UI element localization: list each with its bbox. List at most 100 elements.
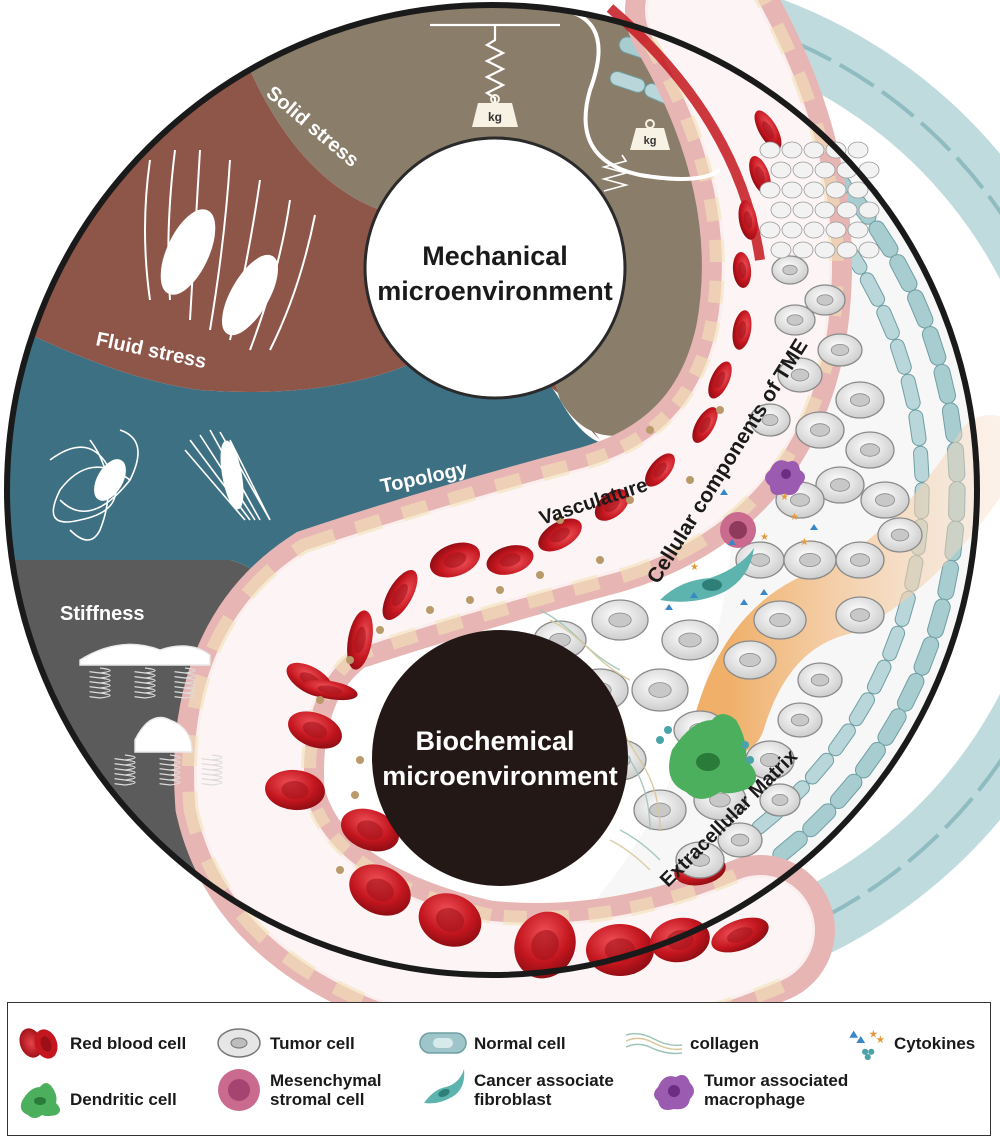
small-tumor-cell: [847, 181, 869, 199]
tumor-cell-nucleus: [810, 423, 831, 437]
tumor-cell-nucleus: [761, 413, 779, 426]
tumor-cell-nucleus: [850, 393, 871, 407]
svg-text:★: ★: [869, 1029, 878, 1041]
tumor-cell-nucleus: [790, 368, 810, 382]
legend-label-dendritic: Dendritic cell: [70, 1089, 177, 1109]
legend-label-caf: Cancer associate fibroblast: [474, 1071, 614, 1109]
small-tumor-cell: [814, 241, 836, 259]
legend-caf-line1: Cancer associate: [474, 1071, 614, 1090]
red-blood-cell-core: [761, 121, 775, 139]
small-tumor-cell: [847, 141, 869, 159]
tumor-cell-nucleus: [678, 632, 702, 648]
normal-cell-icon: [419, 1032, 467, 1054]
particle-dot: [356, 756, 364, 764]
particle-dot: [596, 556, 604, 564]
red-blood-cell-core: [366, 878, 394, 902]
small-tumor-cell: [759, 181, 781, 199]
small-tumor-cell: [781, 221, 803, 239]
particle-dot: [466, 596, 474, 604]
tumor-cell-nucleus: [771, 794, 789, 807]
spring: [89, 667, 111, 699]
tumor-cell-nucleus: [850, 553, 871, 567]
biochemical-circle: [372, 630, 628, 886]
red-blood-cell-core: [317, 685, 343, 695]
red-blood-cell-core: [737, 261, 747, 279]
particle-dot: [626, 496, 634, 504]
small-tumor-cell: [770, 161, 792, 179]
red-blood-cell-core: [531, 930, 559, 960]
stiffness-icon: [79, 643, 223, 786]
tumor-cell-nucleus: [648, 682, 672, 698]
small-tumor-cell: [814, 201, 836, 219]
legend-label-rbc: Red blood cell: [70, 1033, 187, 1053]
legend-tumor: Tumor cell: [214, 1023, 355, 1063]
small-tumor-cell: [803, 181, 825, 199]
particle-dot: [336, 866, 344, 874]
tumor-cell-nucleus: [739, 652, 761, 668]
cytokine: [728, 539, 736, 545]
particle-dot: [556, 516, 564, 524]
particle-dot: [646, 426, 654, 434]
small-tumor-cell: [781, 141, 803, 159]
spring: [134, 667, 156, 699]
caf-icon: [424, 1069, 465, 1104]
legend-label-normal: Normal cell: [474, 1033, 566, 1053]
tumor-cell-nucleus: [830, 478, 851, 492]
tumor-cell-nucleus: [860, 443, 881, 457]
cytokine-dot: [664, 726, 672, 734]
tumor-cell-nucleus: [709, 792, 731, 808]
small-tumor-cell: [792, 201, 814, 219]
normal-cell: [908, 409, 927, 447]
cytokine-star: ★: [690, 562, 699, 573]
red-blood-cell-core: [550, 527, 570, 543]
red-blood-cell-core: [443, 552, 467, 568]
msc-cell: [720, 512, 756, 548]
cytokine-icon: ★ ★: [849, 1029, 885, 1061]
particle-dot: [686, 476, 694, 484]
cytokine-dot: [741, 741, 749, 749]
small-tumor-cell: [836, 201, 858, 219]
normal-cell: [866, 659, 892, 695]
tumor-cell-nucleus: [760, 752, 781, 768]
msc-icon: [218, 1069, 260, 1111]
red-blood-cell-core: [392, 583, 408, 607]
small-tumor-cell: [770, 201, 792, 219]
cytokine-dot: [656, 736, 664, 744]
solid-stress-icon: [430, 6, 722, 192]
tumor-cell-nucleus: [830, 343, 850, 356]
red-blood-cell-core: [354, 626, 366, 654]
topology-icon: [49, 429, 271, 541]
collagen-fibers: [539, 609, 661, 871]
dendritic-cell-icon: [20, 1083, 60, 1118]
legend-cytokines: ★ ★ Cytokines: [844, 1023, 975, 1063]
normal-cell: [913, 445, 930, 483]
particle-dot: [536, 571, 544, 579]
small-tumor-cell: [781, 181, 803, 199]
mechanical-title-2: microenvironment: [377, 276, 613, 306]
tam-icon: [654, 1075, 694, 1110]
tumor-cell-nucleus: [750, 553, 771, 567]
red-blood-cell-core: [699, 416, 711, 434]
collagen-icon: [625, 1032, 683, 1055]
weight-label: kg: [488, 110, 502, 124]
cytokine: [740, 599, 748, 605]
tumor-cell-nucleus: [810, 673, 830, 687]
outer-ring: [4, 2, 980, 978]
particle-dot: [376, 626, 384, 634]
particle-dot: [426, 606, 434, 614]
legend-caf-line2: fibroblast: [474, 1090, 552, 1109]
red-blood-cell-core: [281, 780, 309, 800]
tumor-cell-nucleus: [850, 608, 871, 622]
cytokine: [665, 604, 673, 610]
legend: Red blood cell Tumor cell Normal cell co…: [7, 1002, 991, 1136]
cytokine: [810, 524, 818, 530]
cytokine-dot: [746, 756, 754, 764]
tumor-cell-nucleus: [649, 802, 671, 818]
label-stiffness: Stiffness: [60, 603, 144, 625]
tam-cell: [765, 460, 805, 495]
tumor-cell-nucleus: [790, 713, 810, 727]
red-blood-cell-core: [653, 462, 667, 478]
cytokine: [690, 592, 698, 598]
legend-label-tam: Tumor associated macrophage: [704, 1071, 848, 1109]
legend-label-msc: Mesenchymal stromal cell: [270, 1071, 382, 1109]
